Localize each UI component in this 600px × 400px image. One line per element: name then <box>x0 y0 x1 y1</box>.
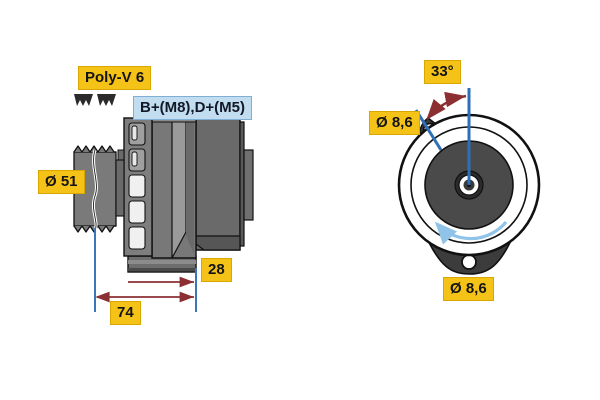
stator-body <box>151 115 197 259</box>
label-length-74: 74 <box>110 301 141 325</box>
slip-ring-end-housing <box>117 117 153 257</box>
label-poly-v-6: Poly-V 6 <box>78 66 152 90</box>
label-angle-33: 33° <box>424 60 461 84</box>
label-pulley-diameter: Ø 51 <box>38 170 85 194</box>
v-belt-groove-profile-icon <box>74 94 116 106</box>
end-elevation-view <box>397 88 541 275</box>
counterclockwise-rotation-arrow-icon <box>434 220 508 245</box>
label-depth-28: 28 <box>201 258 232 282</box>
dimension-28 <box>128 268 197 290</box>
label-hole-diameter-top: Ø 8,6 <box>369 111 420 135</box>
angle-arc-33 <box>426 91 467 120</box>
side-elevation-view <box>73 94 254 312</box>
drive-end-housing <box>195 117 254 251</box>
label-hole-diameter-bottom: Ø 8,6 <box>443 277 494 301</box>
label-terminals: B+(M8),D+(M5) <box>133 96 253 120</box>
lug-axis-reference-line <box>414 109 443 151</box>
